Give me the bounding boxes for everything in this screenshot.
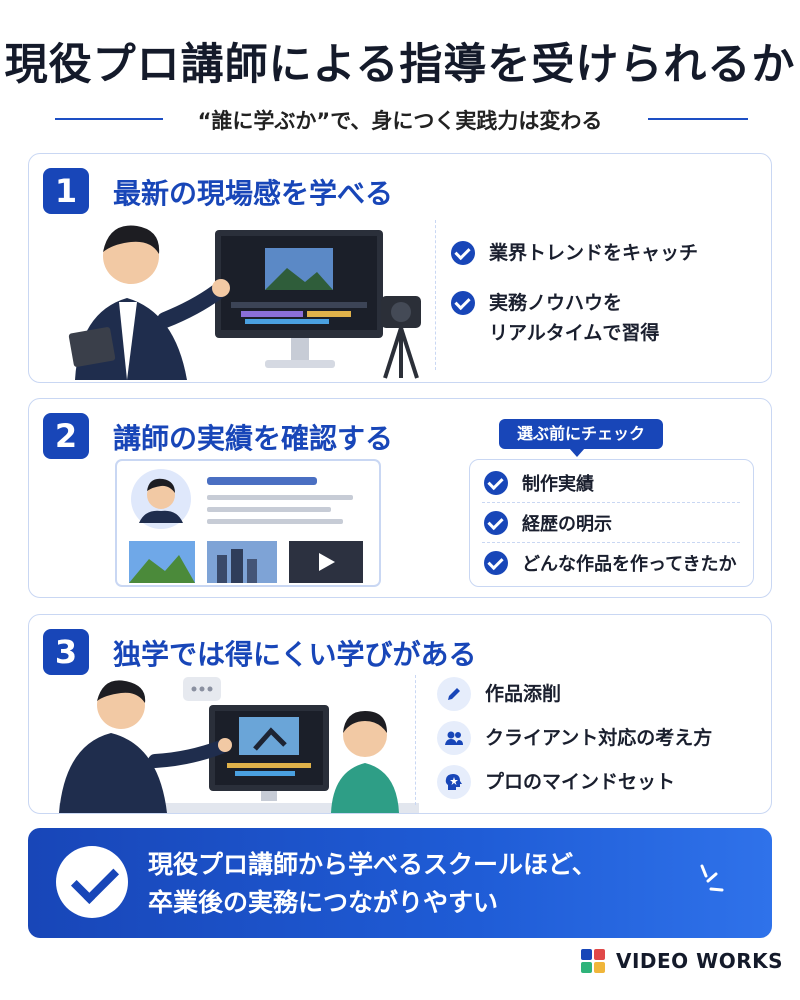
point-mindset: プロのマインドセット — [437, 765, 675, 799]
point-label: 作品添削 — [485, 683, 562, 705]
point-knowhow: 実務ノウハウを リアルタイムで習得 — [451, 288, 659, 348]
pencil-icon — [437, 677, 471, 711]
point-label: クライアント対応の考え方 — [485, 727, 713, 749]
check-icon — [484, 471, 508, 495]
conclusion-banner: 現役プロ講師から学べるスクールほど、 卒業後の実務につながりやすい — [28, 828, 772, 938]
users-icon — [437, 721, 471, 755]
point-label: プロのマインドセット — [485, 771, 676, 793]
point-trend: 業界トレンドをキャッチ — [451, 238, 698, 268]
brand-name: VIDEO WORKS — [616, 949, 784, 973]
section-1-divider — [435, 220, 436, 370]
instructor-profile-illustration — [115, 459, 381, 587]
check-icon — [451, 241, 475, 265]
check-item-label: 経歴の明示 — [522, 514, 612, 535]
subtitle-row: “誰に学ぶか”で、身につく実践力は変わる — [0, 103, 800, 133]
check-icon — [484, 551, 508, 575]
mentoring-illustration — [59, 677, 419, 813]
section-2-card: 2 講師の実績を確認する 選ぶ前にチェック 制作実績 経歴の明示 — [28, 398, 772, 598]
section-2-heading: 講師の実績を確認する — [113, 422, 394, 455]
banner-line-2: 卒業後の実務につながりやすい — [148, 888, 499, 917]
sparkle-icon — [700, 864, 724, 892]
subtitle-line-right — [648, 118, 748, 120]
check-item-label: 制作実績 — [522, 474, 594, 495]
check-item-portfolio: どんな作品を作ってきたか — [484, 550, 737, 576]
section-number-3: 3 — [43, 629, 89, 675]
page-subtitle: “誰に学ぶか”で、身につく実践力は変わる — [197, 109, 603, 133]
head-star-icon — [437, 765, 471, 799]
section-1-heading: 最新の現場感を学べる — [113, 177, 394, 210]
point-label: 業界トレンドをキャッチ — [489, 242, 699, 264]
point-client-handling: クライアント対応の考え方 — [437, 721, 712, 755]
checklist-divider — [482, 542, 740, 543]
check-icon — [484, 511, 508, 535]
banner-text: 現役プロ講師から学べるスクールほど、 卒業後の実務につながりやすい — [148, 846, 597, 922]
check-item-works: 制作実績 — [484, 470, 594, 496]
section-3-heading: 独学では得にくい学びがある — [113, 638, 477, 671]
brand-logo: VIDEO WORKS — [580, 948, 783, 974]
page-title: 現役プロ講師による指導を受けられるか — [4, 40, 796, 90]
video-works-logo-icon — [581, 949, 605, 973]
check-before-choosing-badge: 選ぶ前にチェック — [499, 419, 663, 457]
point-feedback: 作品添削 — [437, 677, 561, 711]
instructor-with-monitor-illustration — [68, 225, 421, 380]
checklist-panel: 制作実績 経歴の明示 どんな作品を作ってきたか — [469, 459, 754, 587]
check-icon — [56, 846, 128, 918]
check-icon — [451, 291, 475, 315]
section-3-card: 3 独学では得にくい学びがある 作品添削 — [28, 614, 772, 814]
check-item-career: 経歴の明示 — [484, 510, 612, 536]
section-number-1: 1 — [43, 168, 89, 214]
section-number-2: 2 — [43, 413, 89, 459]
subtitle-line-left — [55, 118, 163, 120]
point-label: 実務ノウハウを リアルタイムで習得 — [489, 292, 660, 344]
section-1-card: 1 最新の現場感を学べる 業界トレンドをキャッチ 実務ノウハウを リ — [28, 153, 772, 383]
check-item-label: どんな作品を作ってきたか — [522, 554, 737, 575]
checklist-divider — [482, 502, 740, 503]
banner-line-1: 現役プロ講師から学べるスクールほど、 — [148, 850, 597, 879]
section-3-divider — [415, 675, 416, 805]
